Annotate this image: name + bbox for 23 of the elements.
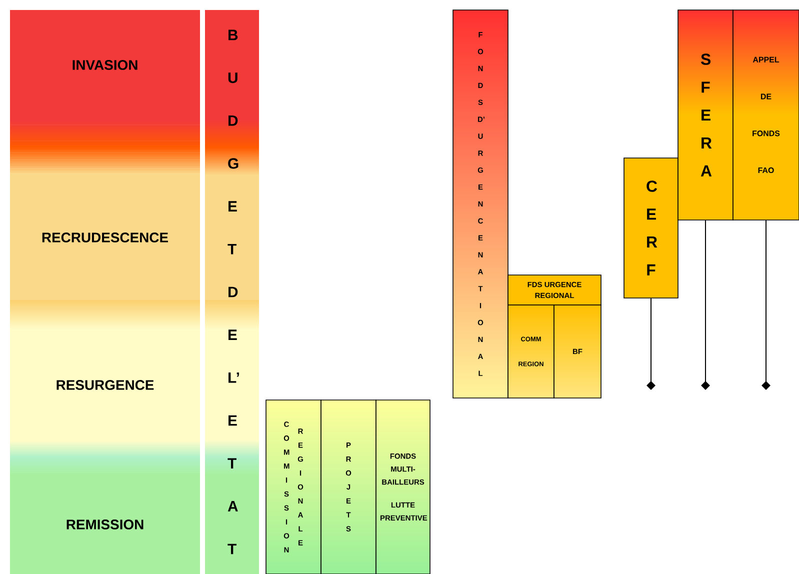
node-label: RECRUDESCENCE <box>42 232 168 242</box>
node-label: E <box>228 415 237 426</box>
level-band: REMISSION <box>10 474 200 574</box>
node-label: L’ <box>228 372 239 383</box>
funding-column: CERF <box>624 158 678 298</box>
node-label: B <box>228 30 238 40</box>
diamond-end-line <box>646 298 656 390</box>
node-label: U <box>228 72 238 84</box>
level-band: RESURGENCE <box>10 330 200 475</box>
node-label: G <box>228 158 238 169</box>
funding-column: SFERA <box>678 10 734 220</box>
node-label: D <box>228 115 238 126</box>
node-label: RESURGENCE <box>56 380 154 390</box>
node-label: T <box>228 458 236 468</box>
node-label: A <box>228 501 238 512</box>
level-band: RECRUDESCENCE <box>10 174 200 330</box>
node-label: T <box>228 544 236 554</box>
node-label: E <box>228 330 237 340</box>
level-band: INVASION <box>10 10 200 175</box>
node-label: REMISSION <box>66 520 144 530</box>
diamond-end-line <box>762 220 770 390</box>
diamond-end-line <box>701 220 710 390</box>
budget-bar: BUDGET DE L’ ETAT <box>205 10 259 574</box>
